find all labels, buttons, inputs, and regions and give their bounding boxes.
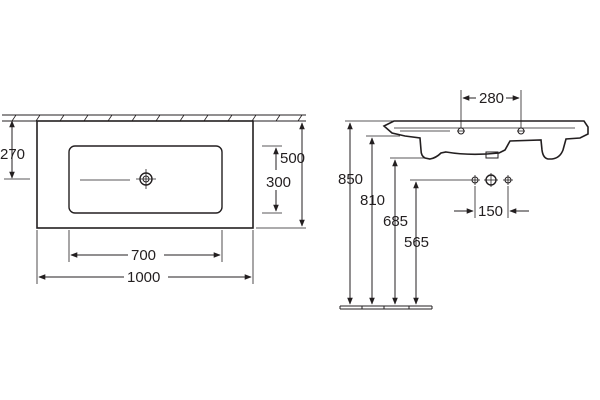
top-view: 270 500 300 700 — [0, 114, 306, 286]
dimension-500-label: 500 — [280, 150, 305, 167]
dimension-300-label: 300 — [266, 174, 291, 191]
dimension-700: 700 — [68, 230, 223, 264]
dimension-270: 270 — [0, 120, 30, 180]
dimension-500: 500 — [256, 120, 306, 229]
dimension-280-label: 280 — [479, 90, 504, 107]
dimension-1000-label: 1000 — [127, 269, 160, 286]
wall-hatching — [2, 114, 306, 122]
dimension-565-label: 565 — [404, 234, 429, 251]
tap-holes-icon — [470, 173, 513, 187]
floor-line — [339, 305, 433, 310]
dimension-700-label: 700 — [131, 247, 156, 264]
dimension-850-label: 850 — [338, 171, 363, 188]
dimension-685-label: 685 — [383, 213, 408, 230]
dimension-150-label: 150 — [478, 203, 503, 220]
dimension-270-label: 270 — [0, 146, 25, 163]
side-view: 280 850 810 685 — [338, 90, 589, 310]
dimension-280: 280 — [460, 90, 522, 128]
bowl-outline — [68, 145, 223, 214]
dimension-1000: 1000 — [36, 230, 254, 286]
drain-icon — [136, 169, 156, 189]
dimension-565: 565 — [404, 181, 429, 305]
dimension-150: 150 — [454, 186, 529, 220]
dimension-810: 810 — [360, 137, 385, 305]
dimension-300: 300 — [262, 145, 291, 214]
dimension-810-label: 810 — [360, 192, 385, 209]
basin-outline — [36, 120, 254, 229]
dimension-685: 685 — [383, 159, 408, 305]
dimension-850: 850 — [338, 122, 363, 305]
basin-profile — [382, 120, 589, 160]
